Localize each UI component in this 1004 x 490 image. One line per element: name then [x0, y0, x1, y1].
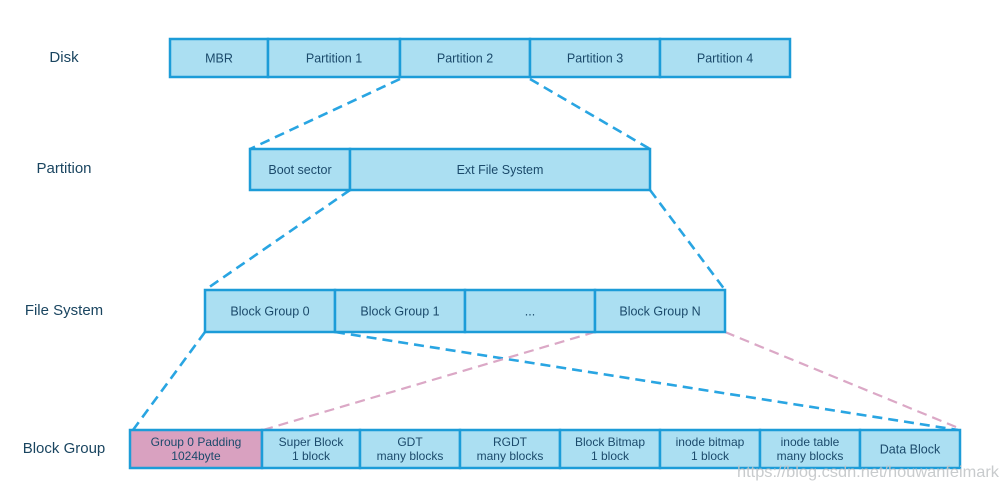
cell-boot-sector [248, 147, 352, 192]
cell-partition-2 [398, 37, 532, 79]
cell-ext-file-system [348, 147, 652, 192]
cell-dots [463, 288, 597, 334]
connector-blockgroupN-to-detail-left [262, 330, 596, 432]
cell-block-group-0 [203, 288, 337, 334]
cell-label-boot-sector: Boot sector [268, 163, 331, 177]
cell-label-mbr: MBR [205, 52, 233, 66]
cell-label-block-group-0: Block Group 0 [230, 305, 309, 319]
cell-label-dots: ... [525, 305, 535, 319]
cell-inode-bitmap-1-block [658, 428, 762, 470]
cell-data-block [858, 428, 962, 470]
cell-label-data-block: Data Block [880, 443, 941, 457]
cell-label-partition-3: Partition 3 [567, 52, 623, 66]
connector-blockgroup0-to-detail-left [131, 331, 207, 431]
row-label-disk: Disk [49, 49, 79, 66]
cell-mbr [168, 37, 270, 79]
connector-partition-to-filesystem-right [648, 189, 727, 291]
cell-super-block-1-block [260, 428, 362, 470]
cell-label-partition-4: Partition 4 [697, 52, 753, 66]
row-label-partition: Partition [36, 160, 92, 177]
connector-disk-to-partition-right [529, 77, 651, 151]
cell-block-group-n [593, 288, 727, 334]
watermark-text: https://blog.csdn.net/houwanfeimark [737, 464, 1000, 481]
cell-gdt-many-blocks [358, 428, 462, 470]
cell-label-block-group-n: Block Group N [619, 305, 700, 319]
connector-partition-to-filesystem-left [204, 188, 351, 292]
connector-disk-to-partition-left [249, 77, 401, 151]
cell-inode-table-many-blocks [758, 428, 862, 470]
connector-blockgroupN-to-detail-right [724, 330, 957, 429]
cell-label-ext-file-system: Ext File System [457, 163, 544, 177]
cell-partition-4 [658, 37, 792, 79]
cell-block-group-1 [333, 288, 467, 334]
cell-label-block-group-1: Block Group 1 [360, 305, 439, 319]
cell-label-partition-2: Partition 2 [437, 52, 493, 66]
cell-partition-1 [266, 37, 402, 79]
row-label-block-group: Block Group [22, 440, 106, 457]
row-label-file-system: File System [24, 302, 104, 319]
connector-blockgroup0-to-detail-right [334, 330, 959, 432]
cell-block-bitmap-1-block [558, 428, 662, 470]
cell-rgdt-many-blocks [458, 428, 562, 470]
cell-label-partition-1: Partition 1 [306, 52, 362, 66]
cell-group-0-padding-1024byte [128, 428, 264, 470]
